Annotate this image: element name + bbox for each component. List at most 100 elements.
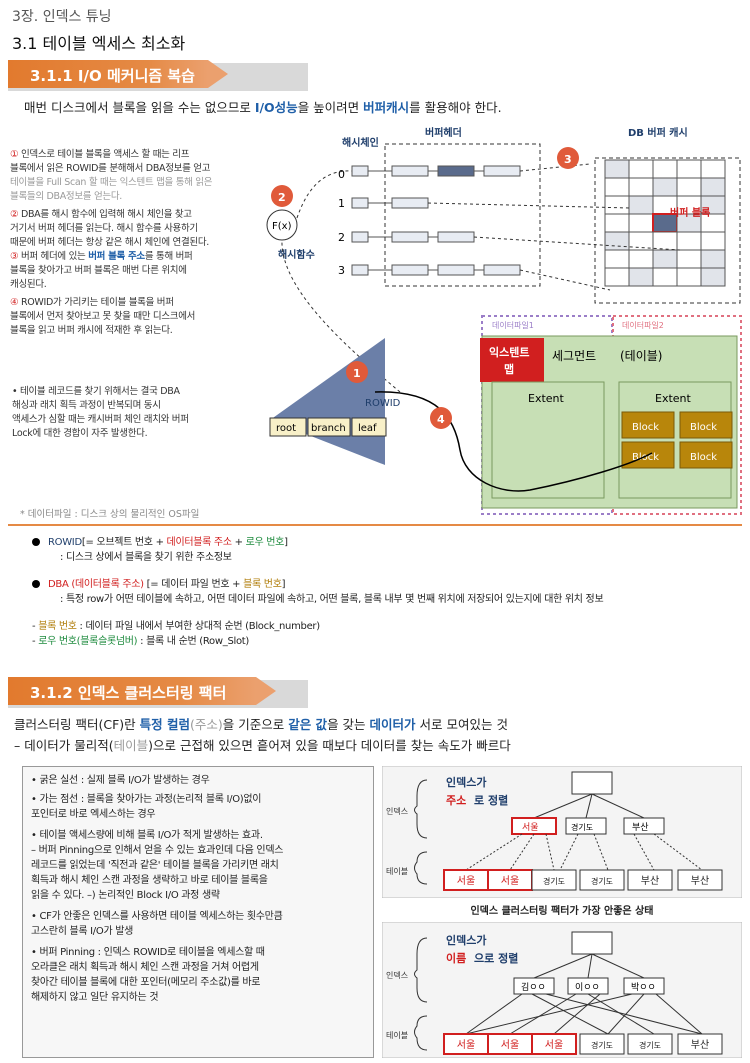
buffer-cell (604, 159, 630, 179)
index-label: 인덱스 (386, 970, 408, 980)
note-line: 오라클은 래치 획득과 해시 체인 스캔 과정을 거쳐 어렵게 (31, 962, 259, 973)
badge-number: 2 (278, 191, 286, 204)
edge (587, 953, 593, 979)
table-block (627, 869, 673, 891)
fig-title: 인덱스가 (446, 933, 486, 947)
note-line: 읽을 수 있다. –) 논리적인 Block I/O 과정 생략 (31, 890, 220, 901)
buffer-header-frame (384, 143, 541, 287)
extent-label: Extent (528, 392, 565, 405)
buffer-header (483, 165, 521, 177)
def-text: ] (281, 579, 286, 590)
buffer-cell (700, 267, 726, 287)
pointer (559, 833, 579, 871)
buffer-header (391, 264, 429, 276)
pointer-arrow (519, 163, 591, 172)
step-line: 거기서 버퍼 헤더를 읽는다. 해시 함수를 사용하기 (10, 223, 198, 234)
intro-text: 매번 디스크에서 블록을 읽을 수는 없으므로 (24, 100, 255, 115)
cache-cells (604, 159, 726, 287)
fig-title: 으로 정렬 (474, 951, 518, 965)
def-text: : 데이터 파일 내에서 부여한 상대적 순번 (Block_number) (76, 621, 321, 632)
def-rowid: ROWID[= 오브젝트 번호 + 데이터블록 주소 + 로우 번호] (32, 535, 742, 550)
def-text: : 블록 내 순번 (Row_Slot) (137, 636, 250, 647)
buffer-cell (652, 249, 678, 269)
table-block (677, 869, 723, 891)
note-line: • 버퍼 Pinning : 인덱스 ROWID로 테이블을 엑세스할 때 (31, 947, 265, 958)
def-highlight: 로우 번호(블록슬롯넘버) (38, 636, 138, 647)
buffer-cell (628, 177, 654, 197)
table-label: (테이블) (620, 349, 662, 363)
bullet-dot (32, 538, 40, 546)
note-line: 획득과 해시 체인 스캔 과정을 생략하고 바로 테이블 블록을 (31, 875, 268, 886)
buffer-cell (628, 267, 654, 287)
segment-label: 세그먼트 (552, 349, 596, 363)
pointer (465, 993, 633, 1035)
buffer-cell (676, 231, 702, 251)
intro-line: 매번 디스크에서 블록을 읽을 수는 없으므로 I/O성능을 높이려면 버퍼캐시… (24, 97, 502, 116)
table-block (677, 1033, 723, 1055)
buffer-cell (628, 195, 654, 215)
intro-highlight: I/O성능 (254, 100, 298, 115)
hash-function-circle (266, 209, 298, 241)
mid-node (513, 977, 555, 995)
step-line: 블록에서 읽은 ROWID를 분해해서 DBA정보를 얻고 (10, 163, 211, 174)
def-text: - (32, 621, 39, 632)
pointer (587, 993, 655, 1035)
pointer (509, 833, 535, 871)
tree-edges (533, 793, 645, 819)
step-4: ④ ROWID가 가리키는 테이블 블록을 버퍼 (10, 296, 265, 310)
buffer-cell (652, 159, 678, 179)
step-2: ② DBA를 해시 함수에 입력해 해시 체인을 찾고 (10, 208, 265, 222)
cf-line-2: – 데이터가 물리적(테이블)으로 근접해 있으면 흩어져 있을 때보다 데이터… (14, 735, 511, 754)
branch-box (307, 417, 351, 437)
def-highlight: 데이터블록 주소 (166, 537, 232, 548)
buffer-header (391, 165, 429, 177)
block (679, 411, 733, 439)
table-block-label: 서울 (457, 875, 475, 887)
buffer-header (437, 231, 475, 243)
step-line: DBA를 해시 함수에 입력해 해시 체인을 찾고 (20, 209, 192, 220)
block-label: Block (632, 452, 659, 463)
step-line: 때문에 버퍼 헤더는 항상 같은 해시 체인에 연결된다. (10, 237, 209, 248)
note-line: 레코드를 읽었는데 '직전과 같은' 테이블 블록을 가리키면 래치 (31, 860, 279, 871)
def-term: ROWID (48, 537, 82, 548)
edge (591, 953, 645, 979)
chain-head (351, 197, 369, 209)
bullet-line: Lock에 대한 경합이 자주 발생한다. (12, 428, 148, 439)
pointer (593, 833, 609, 871)
buffer-cell (700, 249, 726, 269)
cf-highlight: 같은 값 (288, 717, 328, 732)
step-line-gray: 블록들의 DBA정보를 얻는다. (10, 191, 122, 202)
note-line: – 버퍼 Pinning으로 인해서 얻을 수 있는 효과인데 다음 인덱스 (31, 845, 284, 856)
def-text: + (231, 537, 246, 548)
cf-highlight: 데이터가 (369, 717, 416, 732)
pointer (653, 833, 703, 871)
buffer-cell (604, 267, 630, 287)
step-line: 버퍼 헤더에 있는 (20, 251, 89, 262)
section-divider (8, 524, 742, 526)
rowid-label: ROWID (365, 398, 401, 409)
note-line: 해제하지 않고 일단 유지하는 것 (31, 992, 159, 1003)
def-highlight: 블록 번호 (243, 579, 282, 590)
table-block (531, 869, 577, 891)
fig-title: 로 정렬 (474, 793, 508, 807)
note-line: • 굵은 실선 : 실제 블록 I/O가 발생하는 경우 (31, 775, 210, 786)
mid-node-label: 경기도 (571, 822, 593, 832)
chain-number: 3 (338, 264, 345, 277)
table-block-label: 부산 (691, 875, 709, 887)
buffer-cell (700, 231, 726, 251)
badge-number: 1 (353, 367, 361, 380)
step-3: ③ 버퍼 헤더에 있는 버퍼 블록 주소를 통해 버퍼 (10, 250, 265, 264)
fig2-caption: 인덱스 클러스터링 팩터가 가장 안좋은 상태 (470, 906, 654, 917)
table-label: 테이블 (386, 866, 408, 876)
chain-number: 2 (338, 231, 345, 244)
note-line: • 가는 점선 : 블록을 찾아가는 과정(논리적 블록 I/O)없이 (31, 794, 262, 805)
cf-text: )으로 근접해 있으면 흩어져 있을 때보다 데이터를 찾는 속도가 빠르다 (148, 738, 511, 753)
footnote: * 데이터파일 : 디스크 상의 물리적인 OS파일 (20, 509, 200, 520)
leaf-label: leaf (358, 423, 377, 434)
note-line: 찾아간 테이블 블록에 대한 포인터(메모리 주소값)를 바로 (31, 977, 261, 988)
step-number: ① (10, 149, 19, 160)
note-line: 포인터로 바로 엑세스하는 경우 (31, 809, 156, 820)
datafile1-label: 데이터파일1 (492, 320, 534, 330)
buffer-cell (628, 213, 654, 233)
